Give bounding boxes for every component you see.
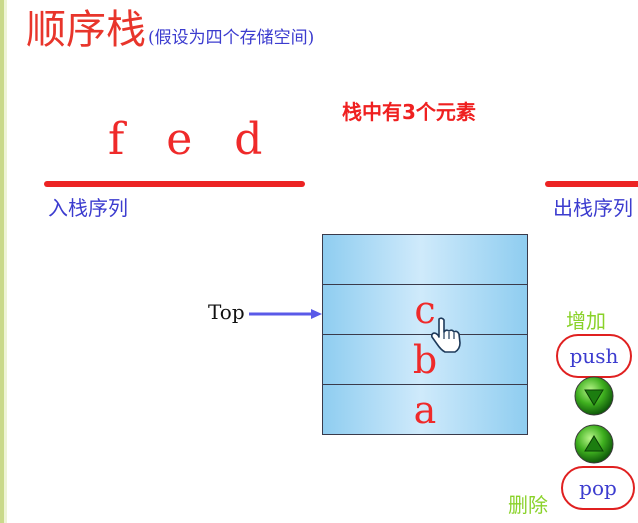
top-pointer-label: Top (208, 300, 245, 324)
input-queue-line (44, 181, 305, 187)
input-queue-label: 入栈序列 (48, 196, 128, 220)
stack-slot-1: a (322, 384, 528, 435)
page-title: 顺序栈 (假设为四个存储空间) (26, 6, 314, 54)
pop-button[interactable]: pop (561, 466, 635, 510)
stack-container: c b a (322, 234, 528, 438)
hand-cursor-icon (430, 317, 461, 353)
element-count-status: 栈中有3个元素 (342, 100, 476, 124)
stack-slot-2: b (322, 334, 528, 385)
stack-slot-3: c (322, 284, 528, 335)
left-border-stripe (0, 0, 4, 523)
arrow-up-icon[interactable] (574, 424, 614, 464)
pop-caption: 删除 (508, 493, 548, 517)
input-queue-items: f e d (108, 114, 277, 165)
stack-slot-4 (322, 234, 528, 285)
title-subtitle: (假设为四个存储空间) (148, 28, 315, 48)
output-queue-label: 出栈序列 (553, 196, 633, 220)
output-queue-line (545, 181, 638, 187)
arrow-down-icon[interactable] (574, 376, 614, 416)
push-button[interactable]: push (556, 334, 632, 378)
title-main: 顺序栈 (26, 7, 146, 53)
push-caption: 增加 (566, 309, 606, 333)
top-pointer-arrow-icon (249, 309, 322, 319)
left-border-stripe-light (4, 0, 7, 523)
